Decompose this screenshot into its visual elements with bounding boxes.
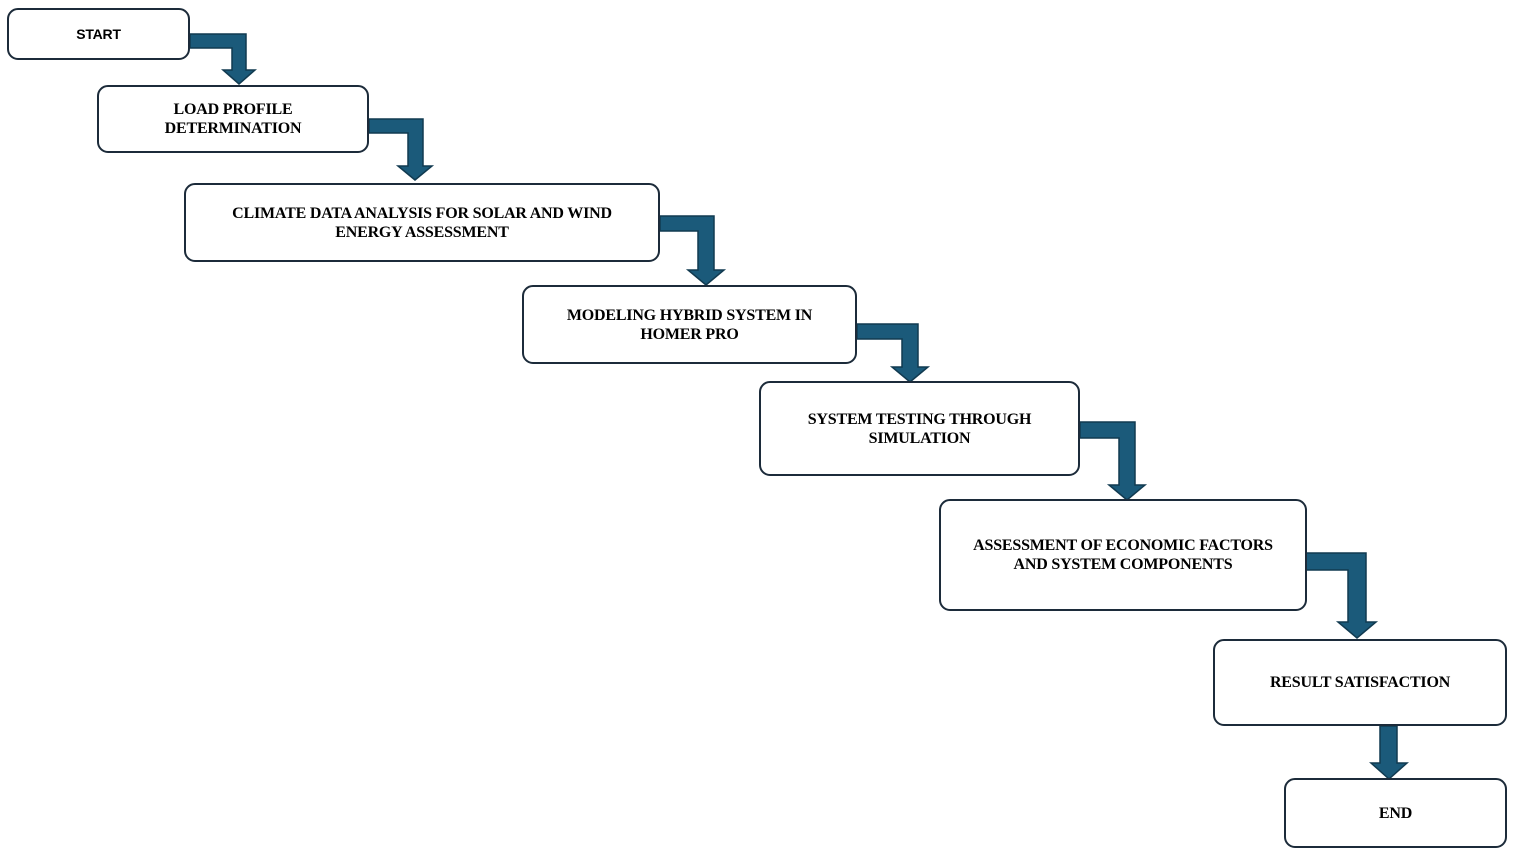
start-label: START xyxy=(76,25,121,42)
testing-label: SYSTEM TESTING THROUGH SIMULATION xyxy=(807,410,1032,447)
end-label: END xyxy=(1378,804,1413,822)
arrow-result-to-end xyxy=(1369,725,1409,781)
load-profile-label: LOAD PROFILE DETERMINATION xyxy=(164,101,302,137)
end-box: END xyxy=(1284,778,1507,848)
testing-box: SYSTEM TESTING THROUGH SIMULATION xyxy=(759,381,1080,476)
arrow-load-profile-to-climate xyxy=(368,118,435,181)
arrow-climate-to-modeling xyxy=(659,215,727,286)
load-profile-box: LOAD PROFILE DETERMINATION xyxy=(97,85,369,153)
arrow-start-to-load-profile xyxy=(189,33,257,85)
assessment-box: ASSESSMENT OF ECONOMIC FACTORS AND SYSTE… xyxy=(939,499,1307,611)
modeling-box: MODELING HYBRID SYSTEM IN HOMER PRO xyxy=(522,285,857,364)
climate-data-label: CLIMATE DATA ANALYSIS FOR SOLAR AND WIND… xyxy=(232,204,612,241)
arrow-assessment-to-result xyxy=(1305,552,1379,639)
result-box: RESULT SATISFACTION xyxy=(1213,639,1507,726)
modeling-label: MODELING HYBRID SYSTEM IN HOMER PRO xyxy=(566,306,813,343)
arrow-modeling-to-testing xyxy=(856,323,931,383)
start-box: START xyxy=(7,8,190,60)
climate-data-box: CLIMATE DATA ANALYSIS FOR SOLAR AND WIND… xyxy=(184,183,660,262)
assessment-label: ASSESSMENT OF ECONOMIC FACTORS AND SYSTE… xyxy=(973,537,1273,573)
arrow-testing-to-assessment xyxy=(1079,421,1148,501)
result-label: RESULT SATISFACTION xyxy=(1269,674,1451,691)
